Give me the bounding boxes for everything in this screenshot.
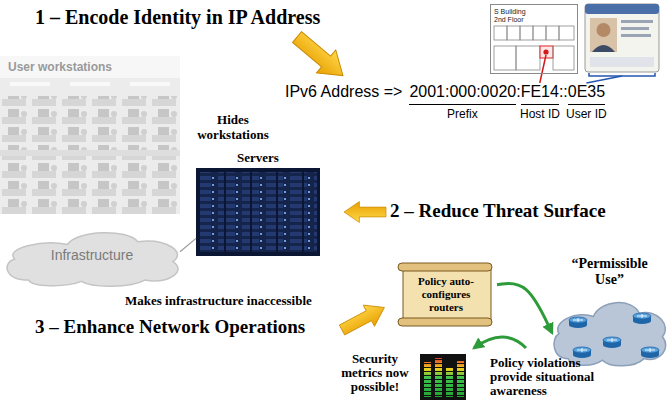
badge-line [621,34,651,37]
ceiling-light [70,82,110,86]
callout-text: Policy violations provide situational aw… [490,356,625,398]
router-arrows [637,314,647,318]
scroll-roll [398,263,492,271]
block-arrow [344,202,386,223]
cloud-shape [7,233,178,287]
server-rack [226,172,250,252]
callout-text: Hides workstations [188,112,278,142]
server-photo: Servers [196,168,320,256]
cloud-heading: “Permissible Use” [560,256,660,288]
policy-arrow [497,283,552,333]
room [494,26,507,40]
badge-shoulders [592,45,615,52]
floor-plan: S Building 2nd Floor [490,4,578,74]
plan-caption: S Building 2nd Floor [494,8,538,24]
router-top [603,337,621,343]
router-arrows [573,318,583,322]
scroll-text: Policy auto-configures routers [409,275,483,314]
floor-plan-drawing [491,5,577,73]
policy-scroll: Policy auto-configures routers [395,262,497,327]
location-dot [543,49,548,54]
field-label: Host ID [520,107,560,121]
id-badge [585,4,659,72]
room [546,26,559,40]
scroll-roll [398,318,492,326]
address-lead: IPv6 Address => [285,82,402,105]
field-label: Prefix [447,107,478,121]
meter-segments [422,356,466,398]
user-id-bracket [589,73,655,76]
callout-text: Makes infrastructure inaccessible [125,293,312,309]
badge-line [621,27,649,30]
callout-text: Security metrics now possible! [333,352,417,394]
badge-face [597,23,611,37]
server-photo [196,168,320,256]
badge-barcode [590,57,654,67]
room [494,46,516,70]
badge-card [585,4,659,72]
cloud-label: Infrastructure [51,247,133,263]
server-rack [252,172,276,252]
badge-line [621,20,653,23]
router-top [641,347,659,353]
meter-graphic [420,354,466,400]
ceiling-light [130,82,170,86]
router-top [633,313,651,319]
workstation-photo: User workstations [0,56,180,214]
address-part: 2001:000:0020 [409,82,516,105]
router-icon [641,347,659,358]
router-icon [633,313,651,324]
block-arrow [336,297,390,341]
network-link [180,238,196,251]
address-part: 0E35 [568,82,605,105]
meter-panel [420,354,466,400]
server-rack [278,172,302,252]
ceiling-light [10,82,50,86]
block-arrow [287,26,352,88]
step-heading: 3 – Enhance Network Operations [35,316,305,338]
plan-ground [491,5,577,73]
server-room [196,168,320,256]
step-heading: 1 – Encode Identity in IP Address [35,6,320,29]
router-arrows [577,348,587,352]
router-icon [569,317,587,328]
router-arrows [645,348,655,352]
router-arrows [607,338,617,342]
server-rack [200,172,224,252]
workstation-photo [0,56,180,214]
room [553,46,574,70]
scroll-sheet [403,267,491,322]
room [520,26,533,40]
badge-band [585,4,659,14]
leader-lines [540,55,622,83]
server-rack [304,172,317,252]
badge-photo [590,18,617,52]
router-top [573,347,591,353]
feedback-arrow [474,337,526,348]
field-label: User ID [566,107,607,121]
address-part: FE14 [521,82,559,105]
room [516,46,540,70]
desk-rows [0,96,180,214]
address-row: IPv6 Address =>2001:000:0020:FE14::0E35 [285,82,605,105]
room [559,26,574,40]
host-leader [540,55,546,83]
address-separator: :: [559,82,568,105]
photo-label: User workstations [8,60,112,74]
photo-ceiling [0,56,180,78]
photo-label: Servers [237,150,279,166]
router-top [569,317,587,323]
step-heading: 2 – Reduce Threat Surface [390,200,606,222]
network-cloud: Infrastructure [4,222,180,288]
router-icon [603,337,621,348]
room [507,26,520,40]
aisle [0,150,180,156]
photo-ground [0,56,180,214]
room [533,26,546,40]
